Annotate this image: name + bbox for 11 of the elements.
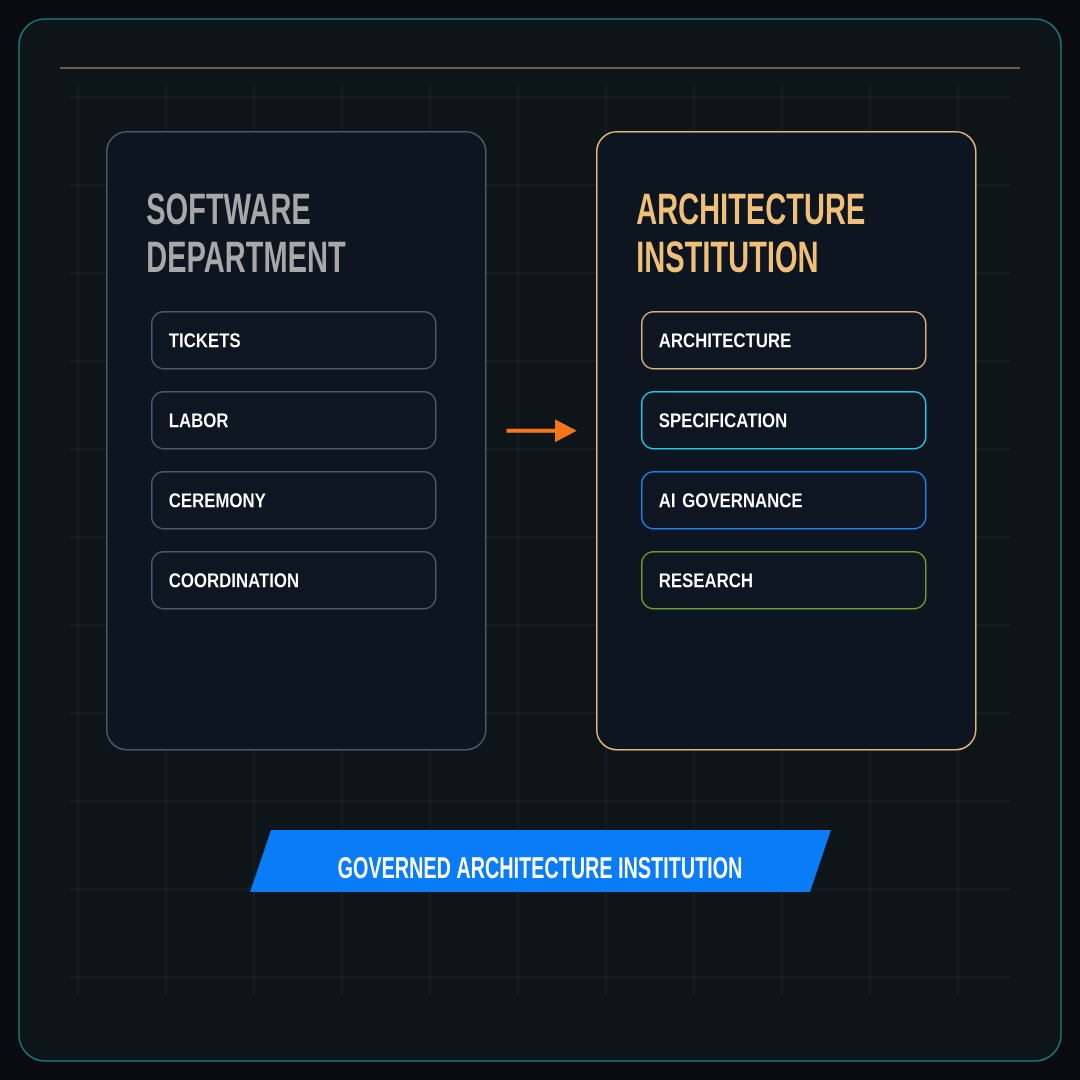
item-box: COORDINATION bbox=[151, 551, 437, 610]
item-box: LABOR bbox=[151, 391, 437, 450]
item-box: TICKETS bbox=[151, 311, 437, 370]
panel-heading: SOFTWARE DEPARTMENT bbox=[147, 193, 346, 272]
banner: GOVERNED ARCHITECTURE INSTITUTION bbox=[250, 830, 831, 892]
panel-heading: ARCHITECTURE INSTITUTION bbox=[636, 193, 865, 273]
item-box: RESEARCH bbox=[641, 551, 927, 610]
item-box: CEREMONY bbox=[151, 471, 437, 530]
item-box: AI GOVERNANCE bbox=[641, 471, 927, 530]
item-box: ARCHITECTURE bbox=[641, 311, 927, 370]
item-box: SPECIFICATION bbox=[641, 391, 927, 450]
